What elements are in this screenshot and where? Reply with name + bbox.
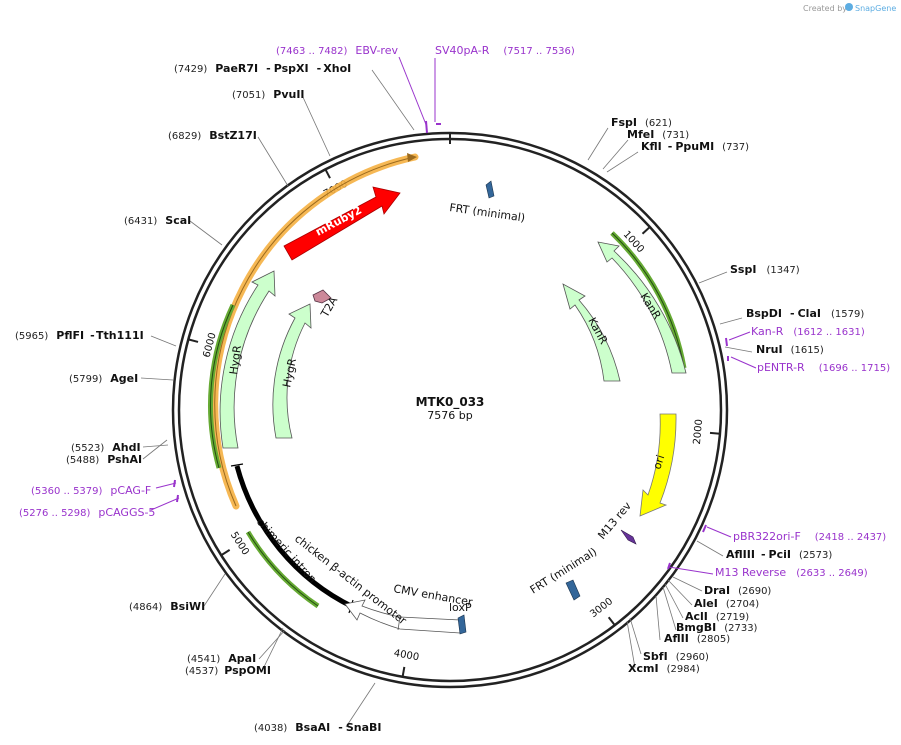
frt-top-feature [485,180,495,199]
site-nrui: NruI(1615) [756,343,824,356]
primer-leader-lines [150,56,757,575]
site-scai: (6431)ScaI [124,214,191,227]
site-mfei: MfeI(731) [627,128,689,141]
tick-mark-1000 [641,226,651,235]
primer-pcaggs-5: (5276 .. 5298)pCAGGS-5 [19,506,155,519]
hygr-inner-feature [272,303,312,439]
orange-feature-core [214,156,416,507]
primer-kan-r: Kan-R(1612 .. 1631) [751,325,865,338]
green-track-right-core [611,232,685,369]
tick-mark-7000 [324,168,331,179]
site-pspomi: (4537)PspOMI [185,664,271,677]
hygr-outer-label: HygR [227,344,244,375]
site-pvuii: (7051)PvuII [232,88,305,101]
plasmid-name: MTK0_033 [416,395,485,410]
promoter-start-tick [230,463,244,467]
site-leader-lines [140,69,753,728]
loxp-label: loxP [449,601,472,614]
site-apai: (4541)ApaI [187,652,256,665]
primer-pcag-f: (5360 .. 5379)pCAG-F [31,484,151,497]
mruby2-feature [283,186,401,261]
tick-label-3000: 3000 [588,596,615,620]
t2a-feature [312,289,332,304]
credit-brand: SnapGene [855,4,896,13]
site-bsiwi: (4864)BsiWI [129,600,205,613]
primer-pentr-r: pENTR-R(1696 .. 1715) [757,361,890,374]
site-acli: AclI(2719) [685,610,749,623]
green-track-bottom-core [247,531,319,607]
credit-text: Created by [803,4,847,13]
ori-feature [639,413,677,517]
ori-label: ori [650,453,667,471]
cmv-enhancer-label: CMV enhancer [392,582,473,609]
tick-label-4000: 4000 [393,648,420,663]
loxp-feature [457,614,467,635]
chicken-promoter-bar [234,465,355,610]
kanr-outer-feature [597,241,687,374]
tick-label-2000: 2000 [692,419,705,445]
site-sbfi: SbfI(2960) [643,650,709,663]
tick-mark-5000 [220,549,231,557]
frt-bottom-feature [565,579,581,601]
site-bstz17i: (6829)BstZ17I [168,129,257,142]
restriction-site-labels: FspI(621) MfeI(731) KflI-PpuMI(737) SspI… [15,62,864,734]
snapgene-logo-icon [845,3,853,11]
kanr-inner-label: KanR [585,315,610,346]
cmv-enhancer-feature [344,599,461,634]
tick-mark-6000 [188,338,199,343]
primer-marks [173,120,729,570]
site-pflfi-tth111i: (5965)PflFI-Tth111I [15,329,144,342]
primer-pbr322ori-f: pBR322ori-F(2418 .. 2437) [733,530,886,543]
frt-bottom-label: FRT (minimal) [528,545,600,596]
site-agei: (5799)AgeI [69,372,138,385]
site-bspdi-clai: BspDI-ClaI(1579) [746,307,864,320]
kanr-inner-feature [562,283,621,382]
site-bmgbi: BmgBI(2733) [676,621,758,634]
site-alei: AleI(2704) [694,597,759,610]
site-xcmi: XcmI(2984) [628,662,700,675]
site-paer7i-pspxi-xhoi: (7429)PaeR7I-PspXI-XhoI [174,62,351,75]
site-aflii: AflII(2805) [664,632,730,645]
plasmid-length: 7576 bp [427,409,472,422]
site-kfli-ppumi: KflI-PpuMI(737) [641,140,749,153]
site-sspi: SspI(1347) [730,263,800,276]
tick-mark-4000 [401,666,406,677]
green-track-left-core [210,304,234,469]
site-pshai: (5488)PshAI [66,453,142,466]
primer-m13-reverse: M13 Reverse(2633 .. 2649) [715,566,868,579]
site-ahdi: (5523)AhdI [71,441,141,454]
primer-ebv-rev: (7463 .. 7482)EBV-rev [276,44,398,57]
orange-track-arrowhead [407,153,417,162]
primer-sv40pa-r: SV40pA-R(7517 .. 7536) [435,44,575,57]
m13rev-feature [620,529,637,545]
tick-mark-3000 [607,616,616,626]
tick-mark-2000 [709,431,721,435]
hygr-outer-feature [219,270,276,449]
hygr-inner-label: HygR [280,357,299,389]
cmv-divider [397,616,401,631]
site-fspi: FspI(621) [611,116,672,129]
site-drai: DraI(2690) [704,584,771,597]
site-afliii-pcii: AflIII-PciI(2573) [726,548,832,561]
primer-labels: (7463 .. 7482)EBV-rev SV40pA-R(7517 .. 7… [19,44,890,579]
site-bsaai-snabi: (4038)BsaAI-SnaBI [254,721,381,734]
frt-top-label: FRT (minimal) [449,201,526,224]
